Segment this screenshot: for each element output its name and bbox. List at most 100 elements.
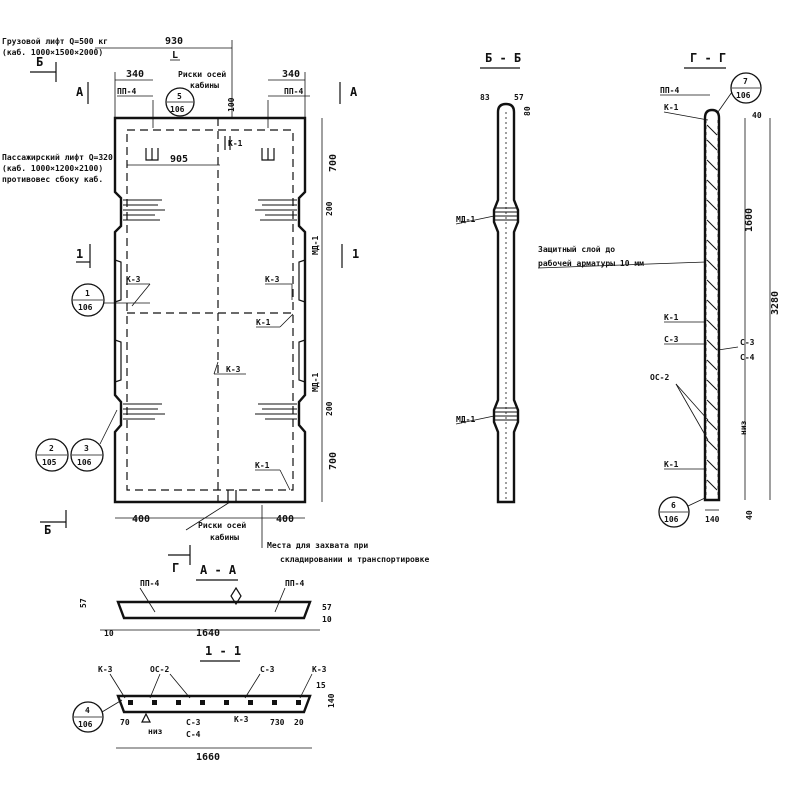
label-k3-11-bottom: К-3 [234, 715, 249, 724]
panel-reinforcement-dashed [126, 129, 294, 491]
svg-text:6: 6 [671, 501, 676, 510]
section-a-a: А - А ПП-4 ПП-4 57 57 10 10 1640 [79, 563, 332, 639]
svg-text:106: 106 [170, 105, 185, 114]
bubble-1-106: 1 106 [71, 283, 150, 317]
bubble-4-106: 4 106 [72, 699, 123, 733]
label-md1-lower: МД-1 [311, 373, 320, 392]
note-cabin-axis-bottom-1: Риски осей [198, 521, 246, 530]
label-k3-11-left: К-3 [98, 665, 113, 674]
dim-83: 83 [480, 93, 490, 102]
note-cabin-axis-top-2: кабины [190, 80, 219, 90]
bubble-5-106: 5 106 [165, 87, 195, 117]
svg-text:105: 105 [42, 458, 57, 467]
svg-text:106: 106 [736, 91, 751, 100]
note-passenger-lift-2: (каб. 1000×1200×2100) [2, 163, 103, 173]
label-pp4-a-left: ПП-4 [140, 579, 159, 588]
svg-text:106: 106 [77, 458, 92, 467]
dim-200-top: 200 [325, 201, 334, 216]
dim-930: 930 [165, 36, 183, 47]
section-b-b: Б - Б 83 57 80 МД-1 МД-1 [455, 51, 532, 504]
dim-700-top: 700 [328, 154, 339, 172]
note-lifting-places-1: Места для захвата при [267, 541, 368, 550]
dim-1640: 1640 [196, 628, 220, 639]
title-b-b: Б - Б [485, 51, 521, 65]
dim-340-right: 340 [282, 69, 300, 80]
marker-b-top: Б [36, 55, 43, 69]
note-cargo-lift-1: Грузовой лифт Q=500 кг [2, 37, 108, 46]
label-k3-11-right: К-3 [312, 665, 327, 674]
label-k3-right: К-3 [265, 275, 280, 284]
dim-10-a-left: 10 [104, 629, 114, 638]
dim-40-bottom: 40 [745, 510, 754, 520]
svg-text:4: 4 [85, 706, 90, 715]
dim-40-top: 40 [752, 111, 762, 120]
svg-text:5: 5 [177, 92, 182, 101]
dim-57-a: 57 [79, 598, 88, 608]
label-niz-11: низ [148, 727, 163, 736]
note-cabin-axis-bottom-2: кабины [210, 532, 239, 542]
label-pp4-left: ПП-4 [117, 87, 136, 96]
dim-10-a-right: 10 [322, 615, 332, 624]
label-c3-11-bottom: С-3 [186, 718, 201, 727]
label-pp4-right: ПП-4 [284, 87, 303, 96]
dim-200-bottom: 200 [325, 401, 334, 416]
label-k3-left: К-3 [126, 275, 141, 284]
title-1-1: 1 - 1 [205, 644, 241, 658]
note-cabin-axis-top-1: Риски осей [178, 70, 226, 79]
label-pp4-a-right: ПП-4 [285, 579, 304, 588]
dim-140-g: 140 [705, 515, 720, 524]
svg-text:3: 3 [84, 444, 89, 453]
label-k1-g-mid: К-1 [664, 313, 679, 322]
marker-a-right: А [350, 85, 358, 99]
label-md1-b-upper: МД-1 [456, 215, 475, 224]
embedded-parts-hatch [123, 199, 297, 420]
note-passenger-lift-3: противовес сбоку каб. [2, 174, 103, 184]
panel-plan-view: 905 ПП-4 ПП-4 К-1 К-3 К-3 К-1 К-3 К-1 МД… [113, 87, 320, 504]
label-niz-g: низ [739, 420, 748, 435]
label-k3-center: К-3 [226, 365, 241, 374]
bubble-6-106: 6 106 [658, 496, 706, 528]
svg-text:106: 106 [78, 303, 93, 312]
note-protective-layer-1: Защитный слой до [538, 245, 615, 254]
marker-b-bottom: Б [44, 523, 51, 537]
lifting-loop-left [145, 148, 159, 161]
svg-text:2: 2 [49, 444, 54, 453]
dim-100: 100 [227, 97, 236, 112]
svg-text:106: 106 [78, 720, 93, 729]
dim-400-left: 400 [132, 514, 150, 525]
dim-15: 15 [316, 681, 326, 690]
dim-3280: 3280 [770, 291, 781, 315]
dim-905: 905 [170, 154, 188, 165]
bubble-2-105: 2 105 [35, 438, 69, 472]
label-oc2-11: ОС-2 [150, 665, 169, 674]
note-protective-layer-2: рабочей арматуры 10 мм [538, 258, 644, 268]
title-g-g: Г - Г [690, 51, 726, 65]
note-passenger-lift-1: Пассажирский лифт Q=320 [2, 153, 113, 162]
dim-140-11: 140 [327, 693, 336, 708]
section-1-1: 1 - 1 К-3 ОС-2 С-3 К-3 15 4 106 [72, 644, 336, 763]
bubble-3-106: 3 106 [70, 409, 118, 472]
svg-text:1: 1 [85, 289, 90, 298]
bubble-7-106: 7 106 [717, 72, 762, 113]
svg-text:106: 106 [664, 515, 679, 524]
dim-730: 730 [270, 718, 285, 727]
label-c3-g-right: С-3 [740, 338, 755, 347]
dim-80: 80 [523, 106, 532, 116]
label-k1-g-bottom: К-1 [664, 460, 679, 469]
section-1-rebar [128, 700, 301, 705]
label-k1-bottom: К-1 [255, 461, 270, 470]
label-c3-g-left: С-3 [664, 335, 679, 344]
dim-20: 20 [294, 718, 304, 727]
marker-a-left: А [76, 85, 84, 99]
title-a-a: А - А [200, 563, 237, 577]
label-k1-mid: К-1 [256, 318, 271, 327]
lifting-loop-right [261, 148, 275, 161]
label-L: L [172, 50, 178, 61]
panel-outline [113, 116, 307, 504]
label-k1-g-top: К-1 [664, 103, 679, 112]
label-md1-upper: МД-1 [311, 236, 320, 255]
label-c4-g: С-4 [740, 353, 755, 362]
note-lifting-places-2: складировании и транспортировке [280, 555, 429, 564]
dim-400-right: 400 [276, 514, 294, 525]
